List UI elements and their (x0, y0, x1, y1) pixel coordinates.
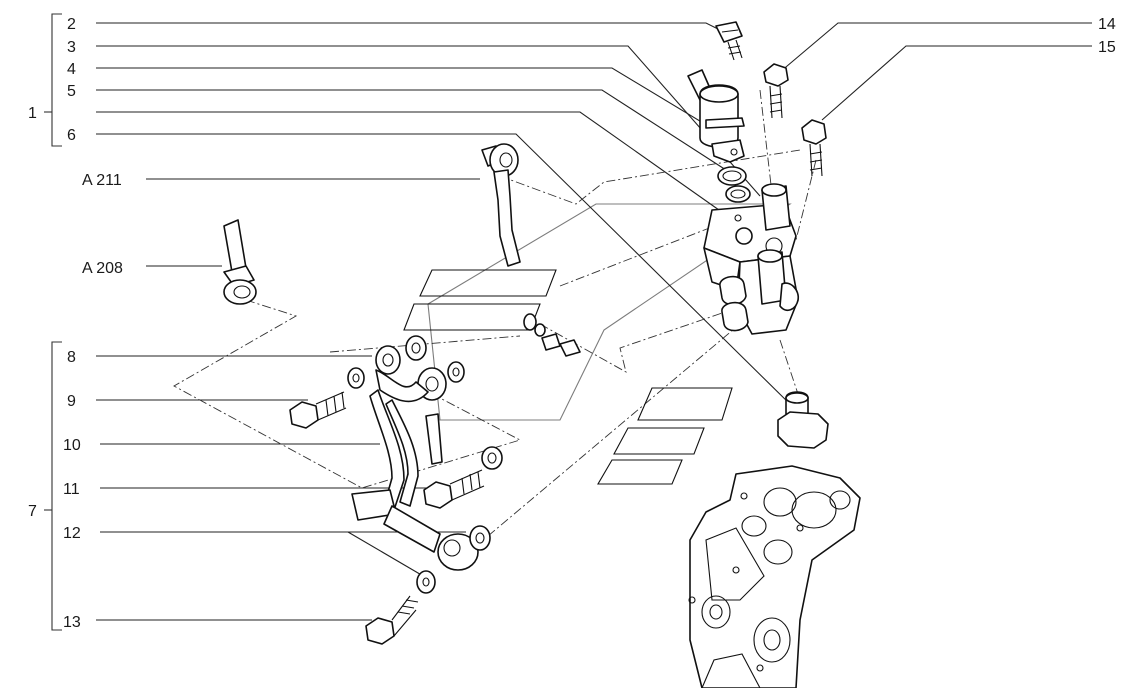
callout-10: 10 (63, 437, 81, 454)
pipe-assembly-7 (351, 335, 479, 571)
group-label-1: 1 (28, 105, 37, 122)
bolt-15 (801, 119, 827, 177)
assembly-axes (173, 89, 817, 537)
callout-a211: A 211 (82, 172, 122, 189)
callout-14: 14 (1098, 16, 1116, 33)
leader-4 (96, 67, 729, 139)
banjo-bolt-13 (365, 595, 419, 645)
callout-15: 15 (1098, 39, 1116, 56)
leader-14 (779, 22, 1092, 73)
engine-block (688, 465, 861, 688)
callout-11: 11 (63, 481, 80, 498)
leader-12b (347, 531, 431, 581)
callout-6: 6 (67, 127, 76, 144)
callout-12: 12 (63, 525, 81, 542)
callout-9: 9 (67, 393, 76, 410)
group-label-7: 7 (28, 503, 37, 520)
leader-lines (96, 22, 1092, 621)
banjo-fitting-a211 (481, 143, 521, 267)
solenoid-valve (687, 69, 745, 163)
callout-4: 4 (67, 61, 76, 78)
banjo-bolt-11 (423, 469, 485, 509)
reference-frames (403, 203, 792, 485)
small-fittings (523, 313, 581, 357)
adapter-fitting (777, 391, 829, 449)
leader-2 (96, 22, 721, 31)
leader-6b (96, 133, 797, 411)
callout-5: 5 (67, 83, 76, 100)
leader-15 (821, 45, 1092, 121)
callout-8: 8 (67, 349, 76, 366)
callout-2: 2 (67, 16, 76, 33)
group-bracket-1 (51, 13, 62, 147)
o-ring-5 (717, 166, 751, 203)
screw-2 (715, 21, 743, 61)
manifold-body (703, 183, 800, 335)
callout-a208: A 208 (82, 260, 123, 277)
callout-13: 13 (63, 614, 81, 631)
bolt-14 (763, 63, 789, 119)
group-bracket-7 (51, 341, 62, 631)
callout-3: 3 (67, 39, 76, 56)
banjo-bolt-9 (289, 391, 347, 429)
leader-5 (96, 89, 727, 171)
hose-clamp-a208 (223, 219, 257, 305)
washers (347, 367, 503, 594)
leader-6 (96, 111, 737, 223)
